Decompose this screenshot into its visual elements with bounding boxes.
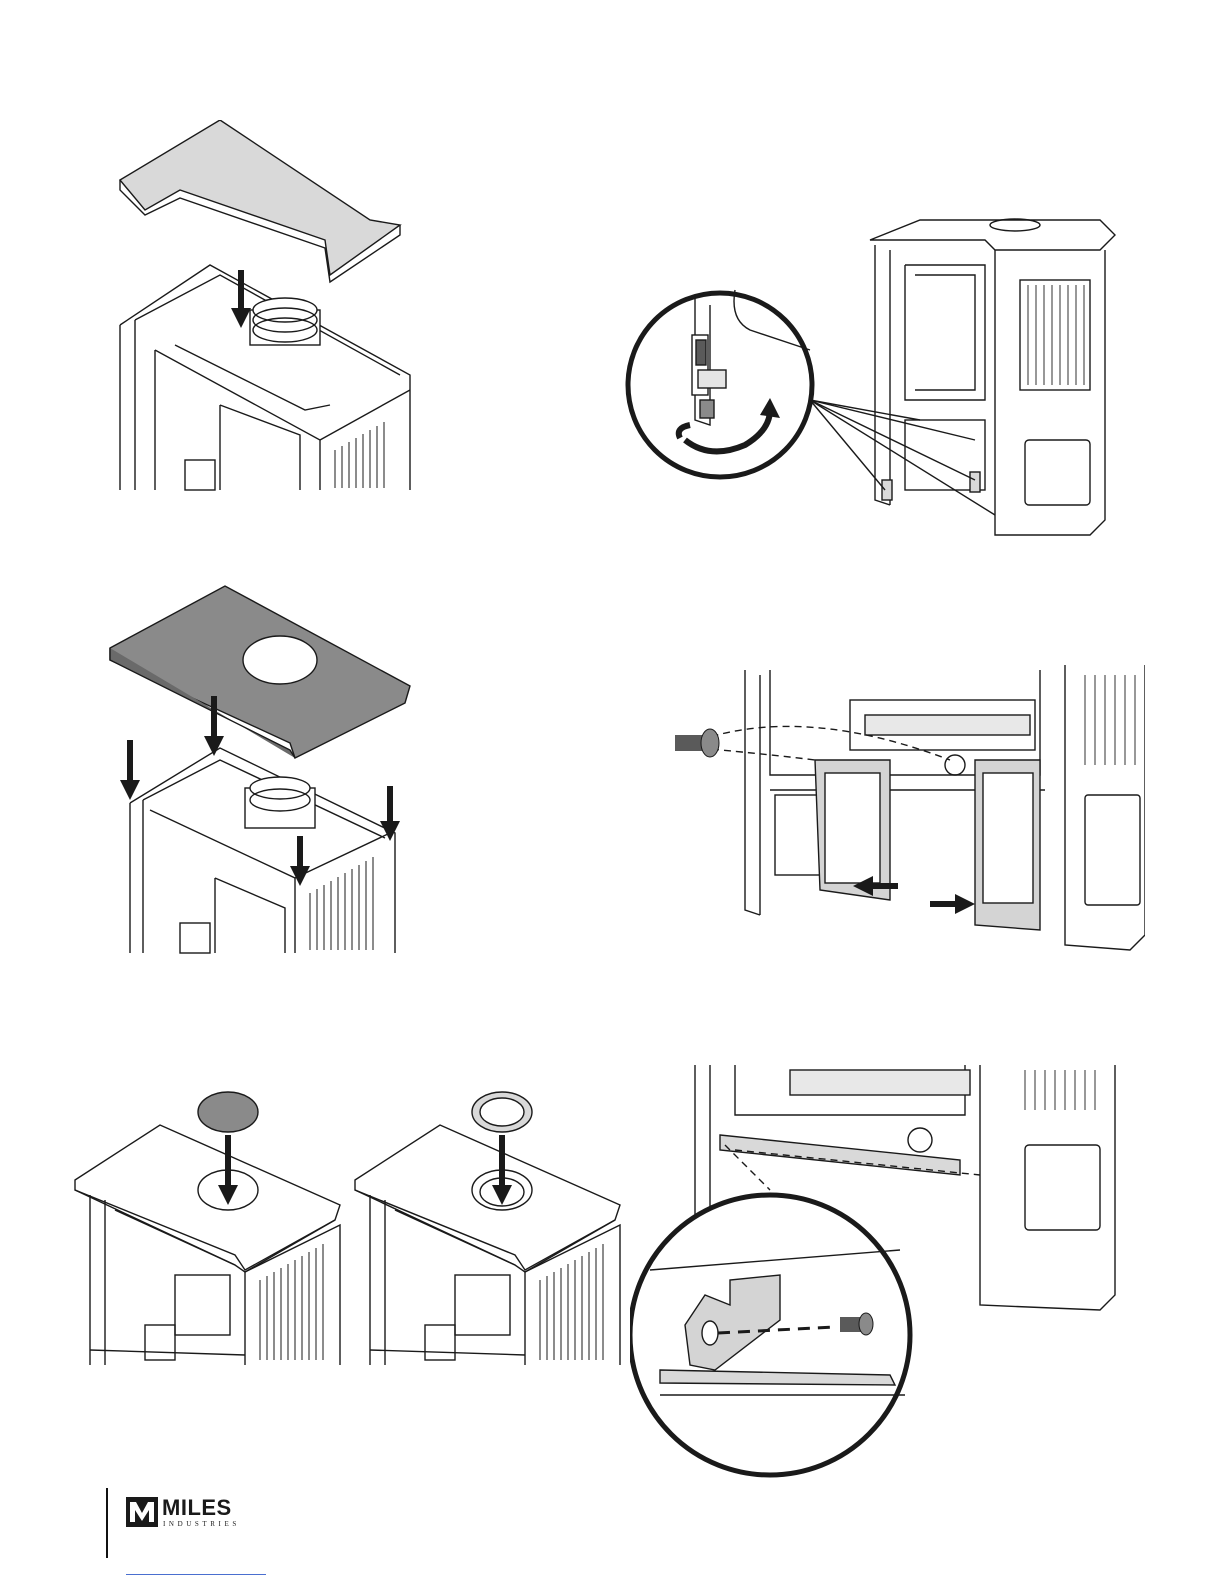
- figure-top-panel-installation: [95, 578, 440, 960]
- footer-divider: [106, 1488, 108, 1558]
- figure-vent-ring-installation: [350, 1080, 630, 1370]
- logo-name: MILES: [162, 1495, 232, 1521]
- company-logo: MILES INDUSTRIES: [126, 1495, 246, 1535]
- arrow-left-right-icon: [853, 876, 975, 914]
- figure-lower-side-panels: [665, 665, 1145, 960]
- vent-ring-illustration: [350, 1080, 630, 1370]
- footer-link-underline[interactable]: [126, 1574, 266, 1575]
- top-panel-illustration: [95, 578, 440, 960]
- top-plate-illustration: [100, 120, 440, 495]
- logo-subtitle: INDUSTRIES: [163, 1520, 240, 1528]
- bracket-screw-illustration: [630, 1065, 1135, 1485]
- figure-bracket-screw-detail: [630, 1065, 1135, 1485]
- side-panels-illustration: [665, 665, 1145, 960]
- figure-leveling-leg-adjustment: [620, 210, 1130, 555]
- screw-icon: [675, 729, 719, 757]
- leveling-leg-illustration: [620, 210, 1130, 555]
- logo-mark-icon: [126, 1497, 158, 1527]
- figure-top-plate-installation: [100, 120, 440, 495]
- vent-cover-illustration: [70, 1080, 355, 1370]
- figure-vent-cover-installation: [70, 1080, 355, 1370]
